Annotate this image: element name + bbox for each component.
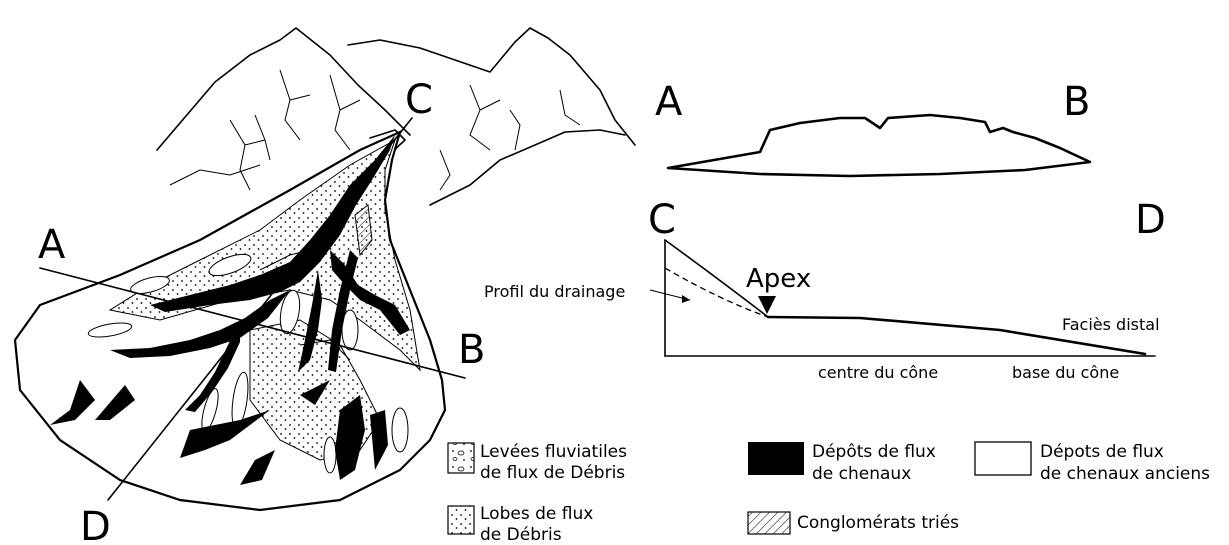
legend-channel-line2: de chenaux <box>812 464 911 484</box>
legend-lobes-line2: de Débris <box>480 525 562 545</box>
legend-levees: Levées fluviatiles de flux de Débris <box>448 442 627 483</box>
alluvial-fan <box>15 132 445 510</box>
conglo-swatch <box>748 512 790 534</box>
mountain-range <box>157 28 635 205</box>
legend-channel-line1: Dépôts de flux <box>812 442 936 462</box>
levees-swatch <box>448 443 474 473</box>
profile-ab-label-left: A <box>655 79 683 125</box>
distal-facies-label: Faciès distal <box>1062 315 1160 334</box>
legend: Levées fluviatiles de flux de Débris Lob… <box>448 442 1210 545</box>
legend-levees-line1: Levées fluviatiles <box>480 442 627 462</box>
profile-ab-label-right: B <box>1063 79 1090 125</box>
legend-levees-line2: de flux de Débris <box>480 463 625 483</box>
legend-conglomerates: Conglomérats triés <box>748 512 959 534</box>
profile-cd-label-left: C <box>648 197 676 243</box>
map-label-d: D <box>80 504 111 545</box>
map-label-a: A <box>38 222 66 268</box>
map-label-c: C <box>405 77 433 123</box>
drainage-profile-label: Profil du drainage <box>484 282 625 301</box>
legend-conglo-label: Conglomérats triés <box>797 513 959 533</box>
legend-lobes-line1: Lobes de flux <box>480 504 593 524</box>
fan-center-label: centre du cône <box>818 363 938 382</box>
channel-swatch <box>748 442 804 475</box>
legend-channels: Dépôts de flux de chenaux <box>748 442 936 484</box>
profile-ab <box>668 115 1090 176</box>
legend-lobes: Lobes de flux de Débris <box>448 504 593 545</box>
legend-old-line1: Dépots de flux <box>1040 442 1164 462</box>
lobes-swatch <box>448 506 474 534</box>
map-label-b: B <box>458 327 485 373</box>
profile-cd-label-right: D <box>1135 197 1166 243</box>
fan-base-label: base du cône <box>1012 363 1119 382</box>
old-channel-swatch <box>975 442 1031 475</box>
profile-cd <box>650 240 1155 356</box>
legend-old-channels: Dépots de flux de chenaux anciens <box>975 442 1210 484</box>
legend-old-line2: de chenaux anciens <box>1040 464 1210 484</box>
apex-label: Apex <box>746 264 811 294</box>
